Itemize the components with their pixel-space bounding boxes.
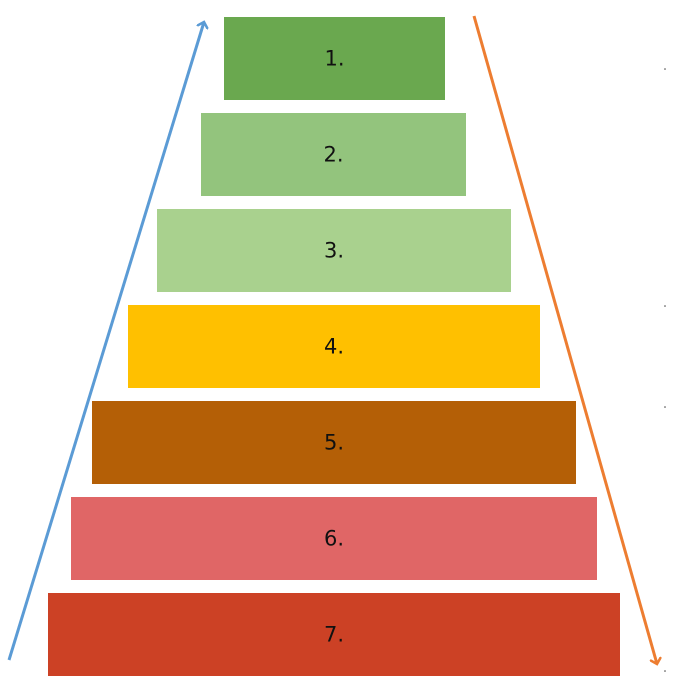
tier-label: 7. (324, 623, 344, 647)
tier-label: 6. (324, 527, 344, 551)
tier-block (48, 593, 620, 676)
tier-block (92, 401, 576, 484)
tier-label: 4. (324, 335, 344, 359)
tier-block (71, 497, 597, 580)
tier-label: 2. (323, 143, 343, 167)
tier-block (128, 305, 540, 388)
pyramid-tier-2: 2. (201, 113, 466, 196)
edge-dot (664, 670, 666, 672)
tier-block (201, 113, 466, 196)
edge-dot (664, 68, 666, 70)
pyramid-tier-6: 6. (71, 497, 597, 580)
pyramid-tier-4: 4. (128, 305, 540, 388)
edge-dot (664, 406, 666, 408)
pyramid-tiers: 1. 2. 3. 4. 5. 6. 7. (48, 17, 620, 676)
tier-block (224, 17, 445, 100)
pyramid-tier-7: 7. (48, 593, 620, 676)
pyramid-tier-5: 5. (92, 401, 576, 484)
tier-block (157, 209, 511, 292)
upward-arrow-icon (7, 22, 204, 661)
pyramid-tier-1: 1. (224, 17, 445, 100)
tier-label: 5. (324, 431, 344, 455)
pyramid-tier-3: 3. (157, 209, 511, 292)
downward-arrow-icon (472, 15, 657, 664)
edge-dot (664, 305, 666, 307)
tier-label: 3. (324, 239, 344, 263)
tier-label: 1. (324, 47, 344, 71)
